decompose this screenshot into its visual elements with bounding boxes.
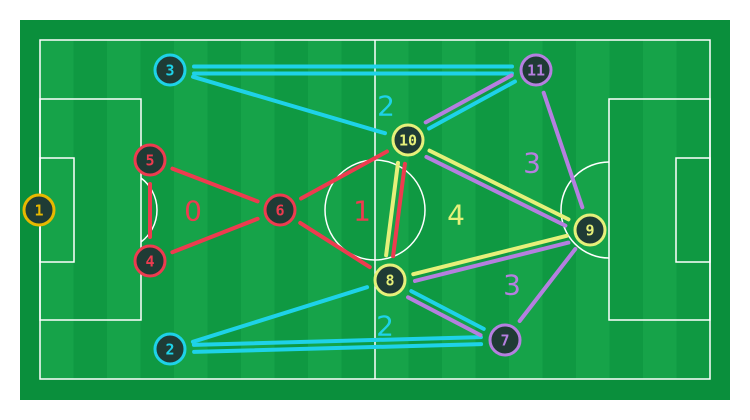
count-label-purple-top: 3 xyxy=(523,147,541,180)
player-marker xyxy=(573,213,607,247)
player-5[interactable]: 5 xyxy=(133,143,167,177)
turf-stripe xyxy=(174,40,208,379)
player-number: 3 xyxy=(165,62,174,80)
player-marker xyxy=(391,123,425,157)
right-penalty-arc xyxy=(560,161,610,259)
player-2[interactable]: 2 xyxy=(153,332,187,366)
player-10[interactable]: 10 xyxy=(391,123,425,157)
turf-stripe xyxy=(107,40,141,379)
player-4[interactable]: 4 xyxy=(133,244,167,278)
player-number: 5 xyxy=(145,152,154,170)
turf-stripe xyxy=(341,40,376,379)
player-number: 4 xyxy=(145,253,154,271)
turf-stripe xyxy=(475,40,510,379)
player-marker xyxy=(133,143,167,177)
turf-stripe xyxy=(576,40,610,379)
count-label-yellow: 4 xyxy=(447,199,465,232)
pass-line-p4-p6 xyxy=(170,216,260,255)
player-8[interactable]: 8 xyxy=(373,263,407,297)
turf-stripe xyxy=(509,40,543,379)
count-label-red-left: 0 xyxy=(184,195,202,228)
player-3[interactable]: 3 xyxy=(153,53,187,87)
pass-line-p6-p10 xyxy=(299,149,389,201)
player-7[interactable]: 7 xyxy=(488,323,522,357)
player-marker xyxy=(133,244,167,278)
player-marker xyxy=(373,263,407,297)
pass-line-p2-p7 xyxy=(192,342,484,354)
pass-line-p10-p9 xyxy=(427,148,571,222)
pass-line-p5-p6 xyxy=(170,166,260,204)
player-marker xyxy=(153,332,187,366)
right-goal-box xyxy=(675,157,711,263)
player-marker xyxy=(22,193,56,227)
player-marker xyxy=(153,53,187,87)
count-label-cyan-top: 2 xyxy=(377,90,395,123)
count-label-purple-bottom: 3 xyxy=(503,269,521,302)
player-marker xyxy=(519,53,553,87)
pass-line-p8-p9 xyxy=(411,233,569,277)
player-number: 8 xyxy=(385,272,394,290)
player-number: 1 xyxy=(34,202,43,220)
pass-line-p10-p8 xyxy=(384,160,400,258)
pass-line-p2-p8 xyxy=(190,285,370,344)
pass-line-p8-p7 xyxy=(406,295,483,338)
turf-stripe xyxy=(609,40,644,379)
player-1[interactable]: 1 xyxy=(22,193,56,227)
pass-line-p8-p9 xyxy=(412,240,571,283)
pass-line-p3-p10 xyxy=(191,74,387,136)
pass-line-p10-p9 xyxy=(424,154,568,228)
player-number: 9 xyxy=(585,222,594,240)
player-number: 6 xyxy=(275,202,284,220)
pass-line-p11-p9 xyxy=(541,90,585,210)
player-marker xyxy=(263,193,297,227)
pass-line-p11-p10 xyxy=(423,73,514,125)
player-11[interactable]: 11 xyxy=(519,53,553,87)
group-counts: 0 1 2 2 4 3 3 xyxy=(184,90,541,343)
player-9[interactable]: 9 xyxy=(573,213,607,247)
player-number: 10 xyxy=(399,132,417,150)
pass-lines xyxy=(148,64,585,354)
player-number: 7 xyxy=(500,332,509,350)
pass-line-p10-p8 xyxy=(391,161,407,259)
player-6[interactable]: 6 xyxy=(263,193,297,227)
player-number: 2 xyxy=(165,341,174,359)
turf-stripe xyxy=(643,40,677,379)
player-marker xyxy=(488,323,522,357)
left-penalty-arc xyxy=(140,177,158,243)
count-label-cyan-bottom: 2 xyxy=(376,310,394,343)
pass-line-p10-p11 xyxy=(427,79,517,131)
turf-stripe xyxy=(73,40,108,379)
pass-line-p6-p8 xyxy=(298,220,372,270)
player-number: 11 xyxy=(527,62,545,80)
pass-line-p8-p7 xyxy=(409,289,486,331)
turf-stripe xyxy=(676,40,711,379)
pass-line-p2-p7 xyxy=(191,335,483,347)
pass-line-p9-p7 xyxy=(517,246,578,324)
count-label-red-center: 1 xyxy=(353,195,371,228)
turf-stripe xyxy=(207,40,242,379)
